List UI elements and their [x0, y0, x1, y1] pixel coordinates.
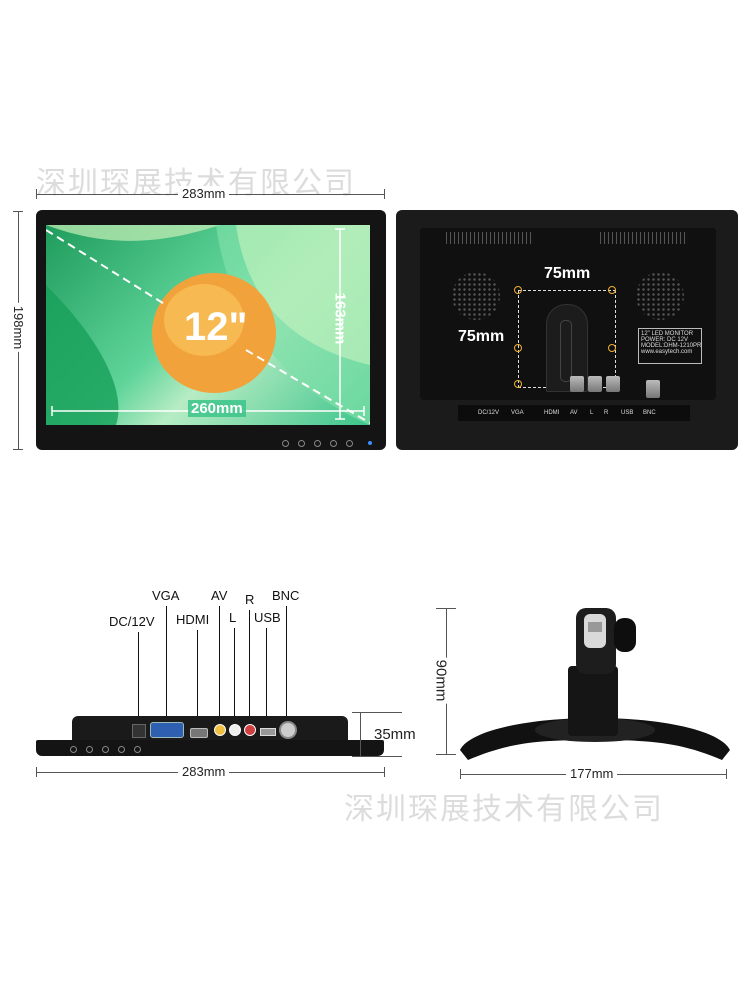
depth-tick-bottom — [352, 756, 402, 757]
lead-line-l — [234, 628, 235, 724]
port-label-usb: USB — [254, 610, 281, 625]
screen-height-label: 163mm — [331, 292, 349, 345]
stand-height-tick-top — [436, 608, 456, 609]
dc-jack-icon — [132, 724, 146, 738]
front-button-4[interactable] — [330, 440, 337, 447]
lead-line-vga — [166, 606, 167, 722]
audio-left-port-icon — [229, 724, 241, 736]
stand-illustration — [460, 608, 730, 760]
av-port-icon — [214, 724, 226, 736]
front-width-tick-left — [36, 189, 37, 199]
front-button-1[interactable] — [282, 440, 289, 447]
front-width-label: 283mm — [178, 186, 230, 201]
vesa-hole-icon — [514, 380, 522, 388]
bottom-width-tick-right — [384, 767, 385, 777]
speaker-right-icon — [636, 272, 684, 320]
rear-label-av: AV — [570, 410, 578, 416]
front-button-2[interactable] — [298, 440, 305, 447]
sticker-line: POWER: DC 12V — [641, 337, 689, 343]
depth-tick-top — [352, 712, 402, 713]
screen-wallpaper — [46, 225, 370, 425]
lead-line-av — [219, 606, 220, 724]
bnc-knob — [646, 380, 660, 398]
screen-width-label: 260mm — [188, 400, 246, 417]
power-led-icon — [368, 441, 372, 445]
vesa-hole-icon — [608, 344, 616, 352]
port-label-bnc: BNC — [272, 588, 300, 603]
monitor-bottom-back — [72, 716, 348, 742]
rear-port-strip — [458, 405, 690, 421]
stand-width-tick-right — [726, 769, 727, 779]
rear-label-l: L — [590, 410, 594, 416]
sticker-line: MODEL:DHM-1210PR — [641, 343, 702, 349]
vga-port-icon — [150, 722, 184, 738]
rear-knob — [606, 376, 620, 392]
bottom-button-3[interactable] — [102, 746, 109, 753]
vesa-width-label: 75mm — [544, 265, 591, 282]
rear-vent-left — [446, 232, 534, 244]
port-label-vga: VGA — [152, 588, 180, 603]
vesa-hole-icon — [608, 286, 616, 294]
front-height-tick-top — [13, 211, 23, 212]
sticker-line: www.easytech.com — [641, 349, 693, 355]
port-label-l: L — [229, 610, 237, 625]
vesa-height-label: 75mm — [458, 328, 505, 345]
port-label-dc: DC/12V — [109, 614, 155, 629]
lead-line-r — [249, 610, 250, 724]
depth-label: 35mm — [374, 726, 416, 743]
audio-right-port-icon — [244, 724, 256, 736]
rear-label-bnc: BNC — [643, 410, 656, 416]
front-height-tick-bottom — [13, 449, 23, 450]
rear-label-dc: DC/12V — [478, 410, 500, 416]
front-button-5[interactable] — [346, 440, 353, 447]
lead-line-usb — [266, 628, 267, 724]
port-label-av: AV — [211, 588, 228, 603]
sticker-line: 12" LED MONITOR — [641, 331, 694, 337]
lead-line-hdmi — [197, 630, 198, 722]
lead-line-dc — [138, 632, 139, 724]
rear-knob — [570, 376, 584, 392]
stand-height-label: 90mm — [432, 657, 450, 704]
port-label-hdmi: HDMI — [176, 612, 210, 627]
rear-knob — [588, 376, 602, 392]
rear-vent-right — [600, 232, 688, 244]
bottom-width-tick-left — [36, 767, 37, 777]
watermark-bottom: 深圳琛展技术有限公司 — [344, 792, 664, 827]
vesa-hole-icon — [514, 344, 522, 352]
stand-width-tick-left — [460, 769, 461, 779]
lead-line-bnc — [286, 606, 287, 724]
rear-label-vga: VGA — [511, 410, 524, 416]
bracket-slot — [560, 320, 572, 382]
depth-line — [360, 712, 361, 756]
front-button-3[interactable] — [314, 440, 321, 447]
rear-label-r: R — [604, 410, 609, 416]
front-width-tick-right — [384, 189, 385, 199]
stand-width-label: 177mm — [566, 766, 618, 781]
usb-port-icon — [260, 728, 276, 736]
speaker-left-icon — [452, 272, 500, 320]
bottom-button-2[interactable] — [86, 746, 93, 753]
port-label-r: R — [245, 592, 255, 607]
front-height-label: 198mm — [11, 302, 27, 353]
bottom-button-4[interactable] — [118, 746, 125, 753]
screen-size-label: 12" — [184, 305, 248, 349]
rear-sticker: 12" LED MONITOR POWER: DC 12V MODEL:DHM-… — [638, 328, 702, 364]
rear-label-usb: USB — [621, 410, 634, 416]
monitor-screen — [46, 225, 370, 425]
bottom-width-label: 283mm — [178, 764, 230, 779]
rear-label-hdmi: HDMI — [544, 410, 560, 416]
bottom-button-5[interactable] — [134, 746, 141, 753]
stand-height-tick-bottom — [436, 754, 456, 755]
hdmi-port-icon — [190, 728, 208, 738]
bottom-button-1[interactable] — [70, 746, 77, 753]
vesa-hole-icon — [514, 286, 522, 294]
bnc-port-icon — [279, 721, 297, 739]
